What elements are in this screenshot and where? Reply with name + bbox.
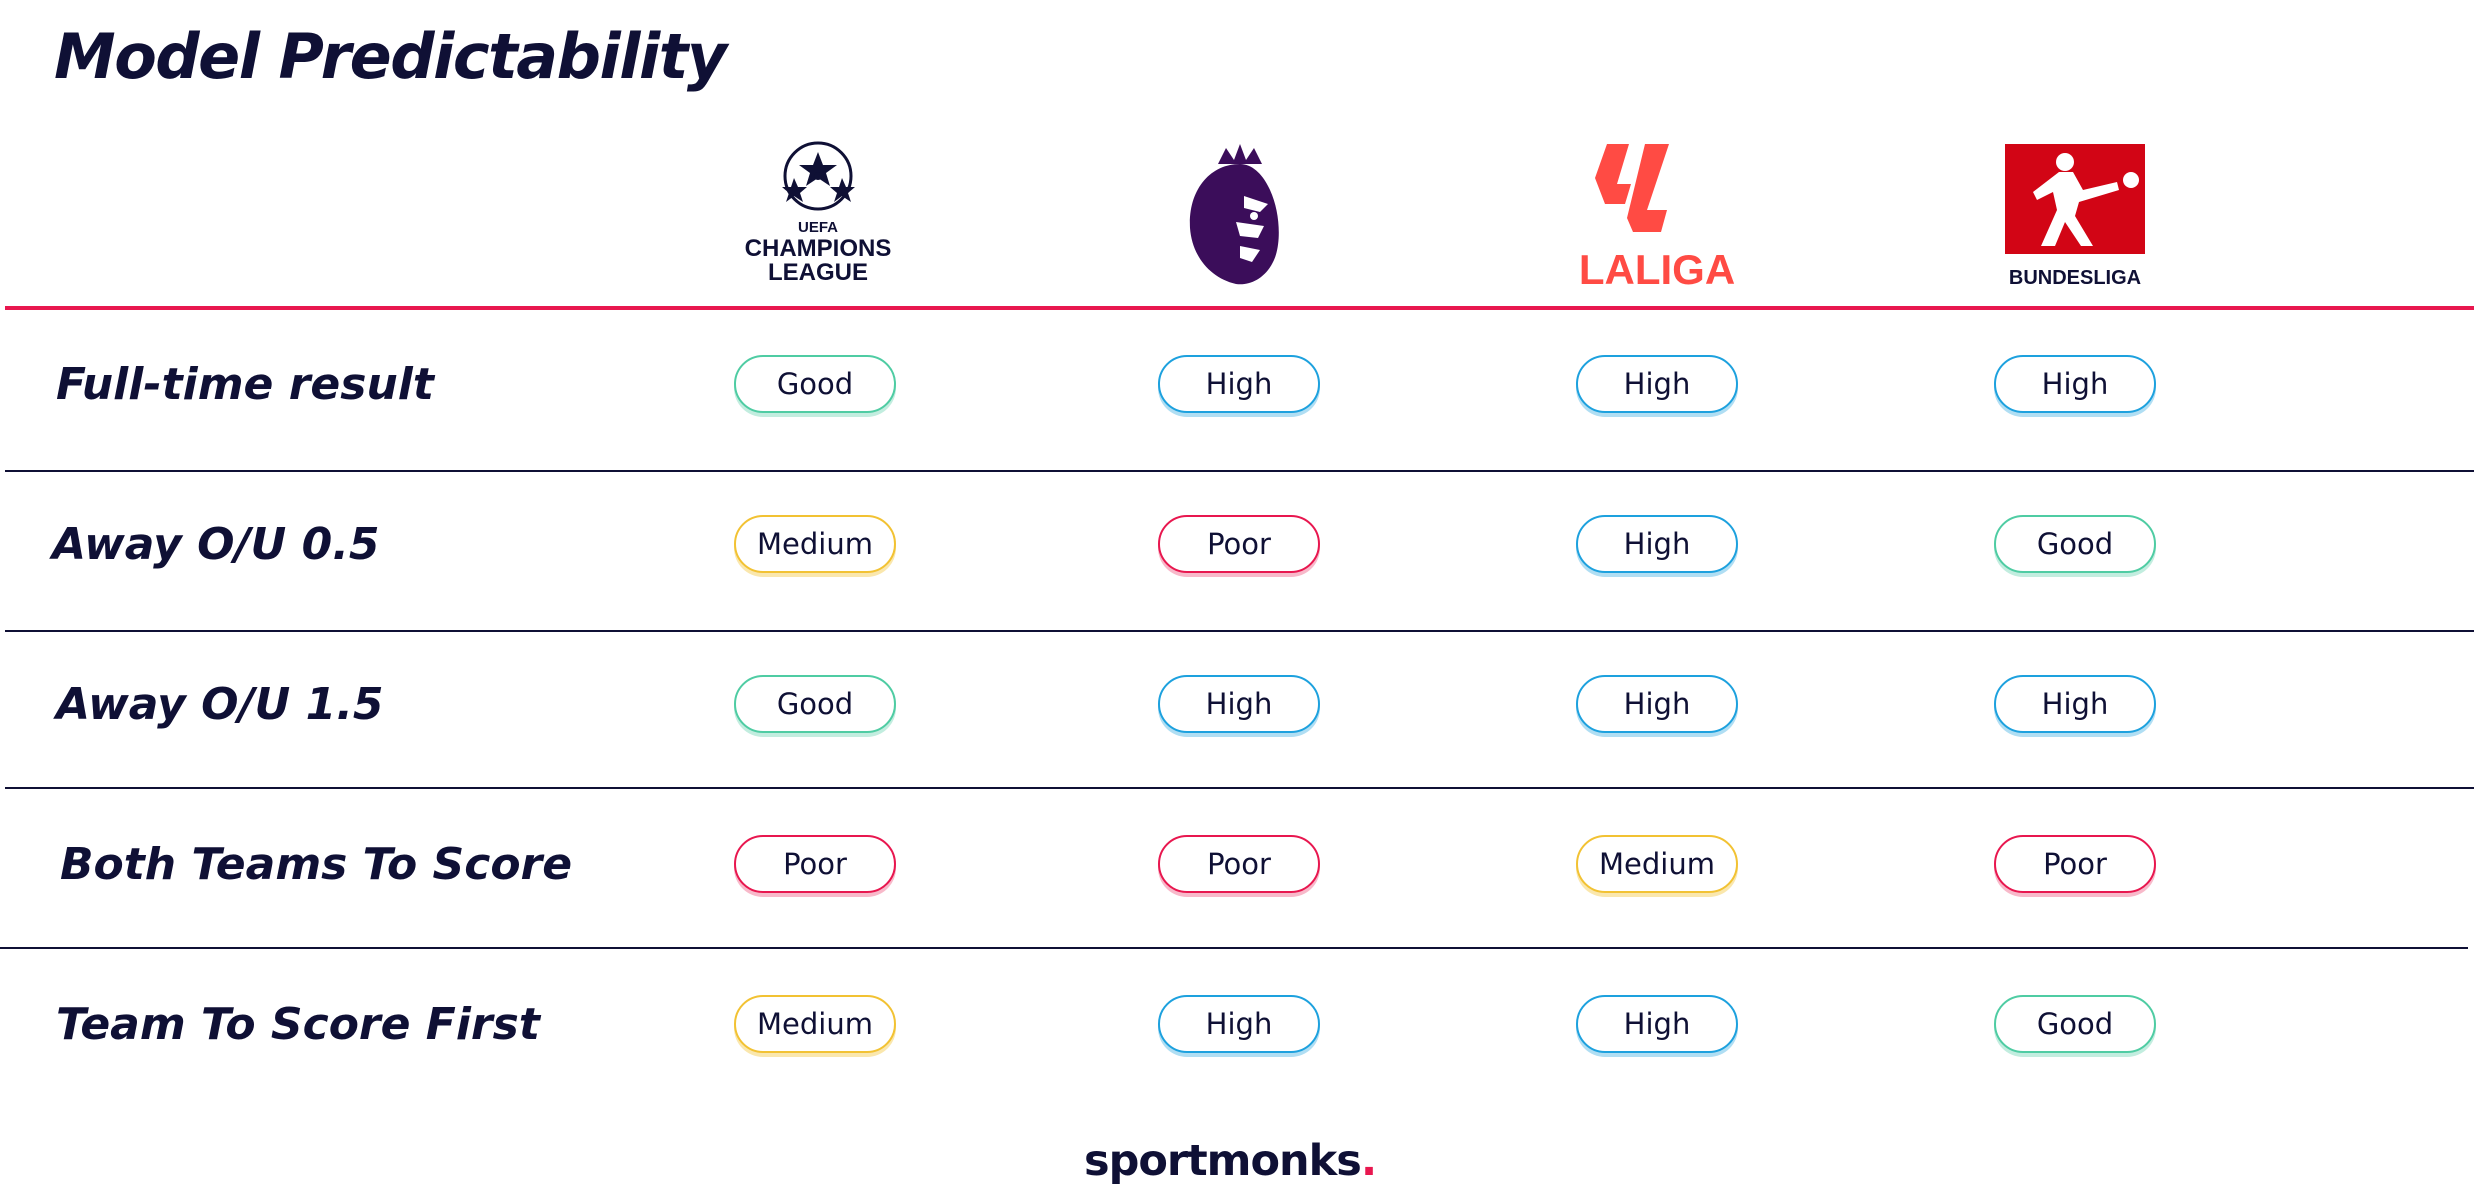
rating-pill: High bbox=[1158, 355, 1320, 413]
rating-pill: High bbox=[1158, 995, 1320, 1053]
rating-pill: Poor bbox=[1158, 835, 1320, 893]
rating-pill: High bbox=[1576, 995, 1738, 1053]
svg-text:BUNDESLIGA: BUNDESLIGA bbox=[2009, 267, 2141, 289]
rating-pill: High bbox=[1994, 675, 2156, 733]
rating-pill: Poor bbox=[1158, 515, 1320, 573]
svg-text:UEFA: UEFA bbox=[798, 219, 838, 236]
rating-pill: Good bbox=[734, 355, 896, 413]
row-label-team-to-score-first: Team To Score First bbox=[56, 999, 540, 1050]
svg-text:CHAMPIONS: CHAMPIONS bbox=[745, 235, 892, 262]
rating-pill: High bbox=[1576, 515, 1738, 573]
rating-pill: High bbox=[1576, 355, 1738, 413]
row-label-away-ou-15: Away O/U 1.5 bbox=[56, 679, 384, 730]
champions-league-logo: UEFA CHAMPIONS LEAGUE bbox=[718, 138, 918, 298]
rating-pill: Poor bbox=[1994, 835, 2156, 893]
rating-pill: High bbox=[1994, 355, 2156, 413]
sportmonks-logo: sportmonks. bbox=[1084, 1136, 1377, 1186]
row-label-full-time-result: Full-time result bbox=[56, 359, 434, 410]
rating-pill: Medium bbox=[734, 995, 896, 1053]
row-divider bbox=[5, 630, 2474, 632]
row-label-both-teams-to-score: Both Teams To Score bbox=[60, 839, 573, 890]
svg-text:LALIGA: LALIGA bbox=[1579, 246, 1735, 293]
rating-pill: Good bbox=[1994, 995, 2156, 1053]
rating-pill: Poor bbox=[734, 835, 896, 893]
rating-pill: Good bbox=[734, 675, 896, 733]
rating-pill: High bbox=[1576, 675, 1738, 733]
row-divider bbox=[5, 470, 2474, 472]
row-label-away-ou-05: Away O/U 0.5 bbox=[52, 519, 380, 570]
page-title: Model Predictability bbox=[54, 20, 727, 93]
svg-text:LEAGUE: LEAGUE bbox=[768, 259, 868, 286]
laliga-logo: LALIGA bbox=[1557, 138, 1757, 298]
rating-pill: Good bbox=[1994, 515, 2156, 573]
header-divider bbox=[5, 306, 2474, 310]
rating-pill: Medium bbox=[734, 515, 896, 573]
row-divider bbox=[5, 787, 2474, 789]
rating-pill: Medium bbox=[1576, 835, 1738, 893]
premier-league-logo bbox=[1140, 138, 1340, 298]
row-divider bbox=[0, 947, 2468, 949]
bundesliga-logo: BUNDESLIGA bbox=[1975, 138, 2175, 298]
rating-pill: High bbox=[1158, 675, 1320, 733]
